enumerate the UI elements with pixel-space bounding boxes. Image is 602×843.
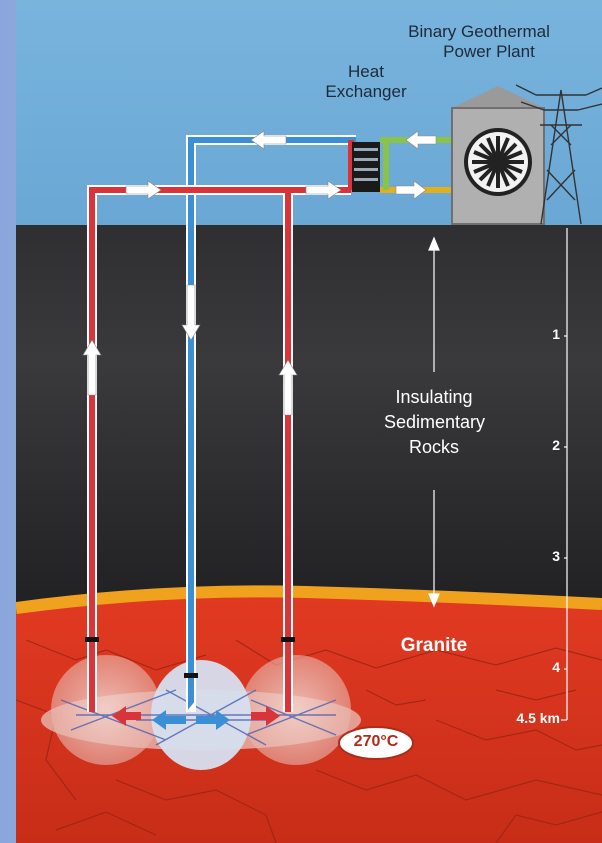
casing-markers [85, 637, 295, 678]
arrow-up-left-well [82, 339, 102, 396]
arrow-down-center-well [181, 284, 201, 341]
arrow-hot-to-hx-2 [305, 180, 342, 200]
arrow-up-right-well [278, 359, 298, 416]
transmission-tower [515, 84, 602, 225]
hot-production-pipes [87, 140, 354, 712]
flow-arrows-wells [82, 284, 298, 416]
cold-injection-pipe [186, 135, 356, 712]
diagram-graphics [16, 84, 602, 843]
arrow-hot-to-hx-1 [125, 180, 162, 200]
geothermal-diagram: Binary Geothermal Power Plant Heat Excha… [16, 0, 602, 843]
depth-scale [561, 228, 568, 721]
arrow-fluid-return [405, 130, 437, 150]
flow-arrows-reservoir [112, 700, 280, 730]
reservoir-left [51, 655, 161, 765]
flow-arrows-surface [125, 130, 437, 200]
heat-exchanger [352, 142, 380, 192]
arrow-cold-from-hx [250, 130, 287, 150]
sedimentary-rock-layer [16, 225, 602, 615]
granite-boundary [16, 585, 602, 614]
arrow-fluid-to-plant [395, 180, 427, 200]
temperature-badge [338, 726, 414, 760]
reservoir-right [241, 655, 351, 765]
power-plant [451, 86, 545, 225]
sediment-thickness-indicator [428, 236, 440, 608]
